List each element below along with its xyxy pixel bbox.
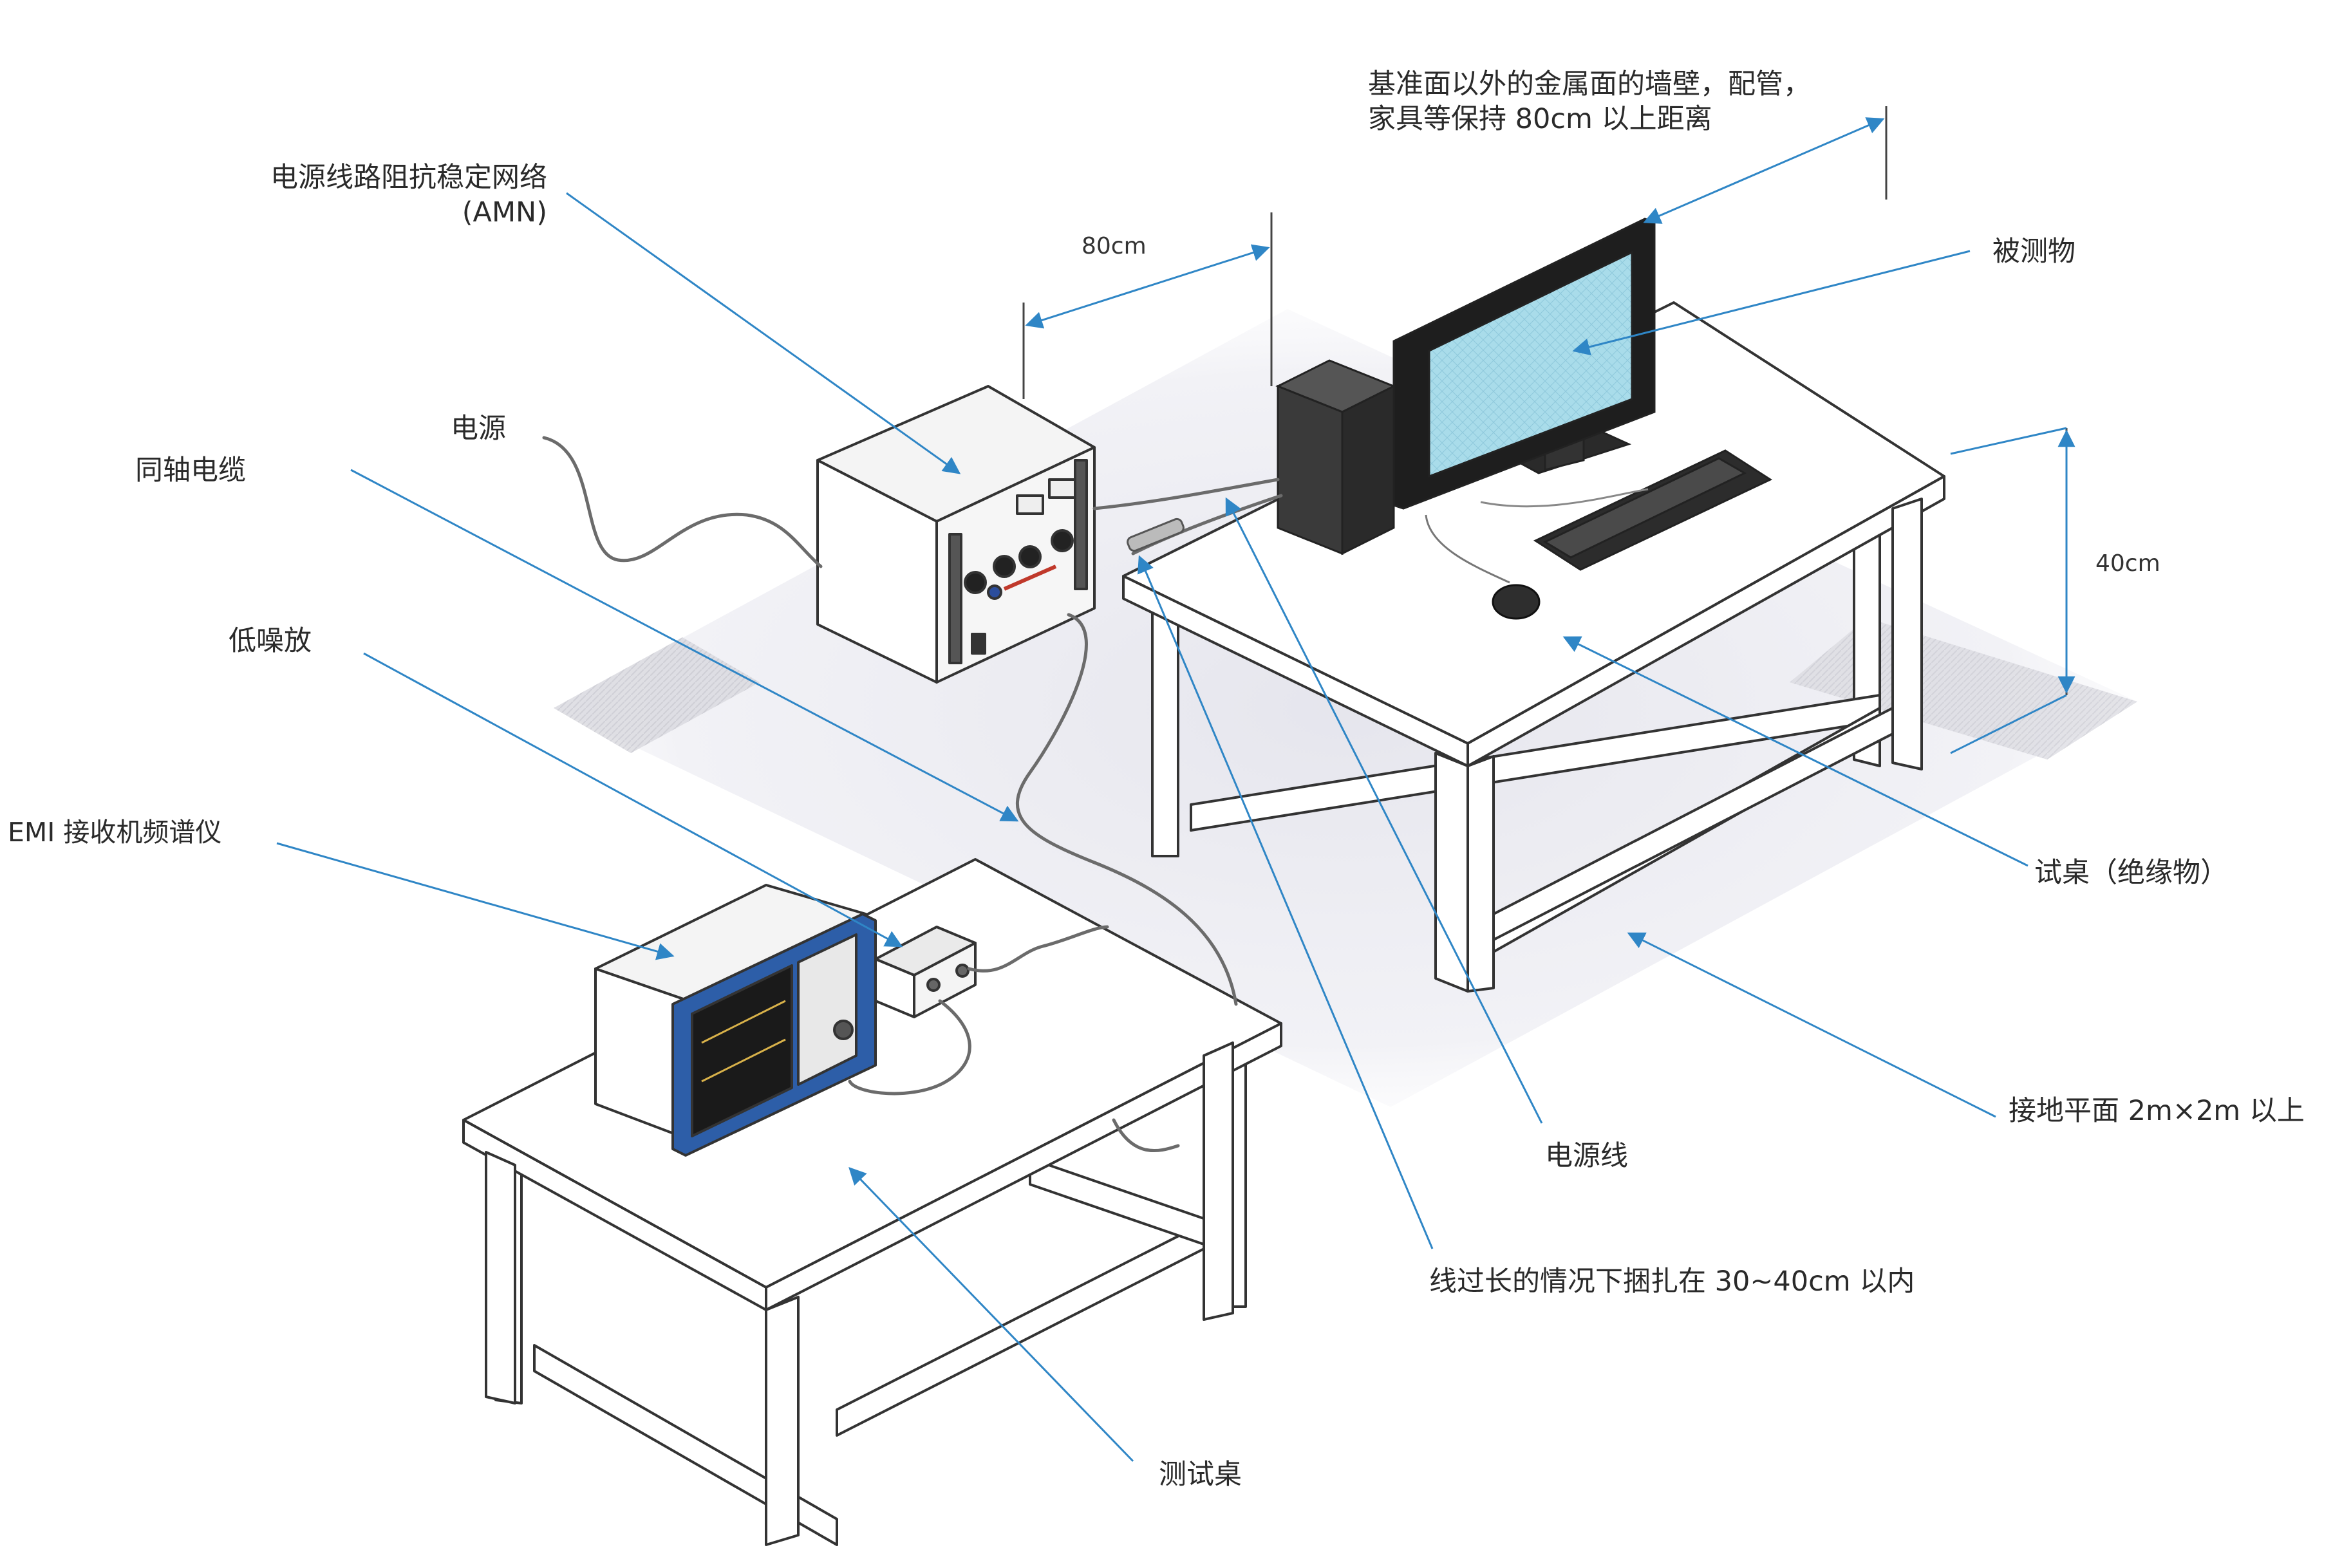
wall-distance-note: 基准面以外的金属面的墙壁，配管， 家具等保持 80cm 以上距离 bbox=[1368, 68, 1811, 137]
amn-label: 电源线路阻抗稳定网络 (AMN) bbox=[167, 161, 547, 230]
pc-tower bbox=[1275, 359, 1396, 555]
emi-receiver-label: EMI 接收机频谱仪 bbox=[8, 817, 222, 848]
keyboard bbox=[1533, 449, 1773, 571]
ground-plane-label: 接地平面 2m×2m 以上 bbox=[2009, 1095, 2305, 1127]
amn-box bbox=[816, 385, 1096, 684]
lna-box bbox=[874, 926, 977, 1018]
test-table-label: 测试桌 bbox=[1159, 1459, 1242, 1491]
insulated-table bbox=[1122, 301, 1945, 993]
insulated-table-label: 试桌（绝缘物） bbox=[2034, 857, 2228, 889]
eut-label: 被测物 bbox=[1992, 236, 2075, 268]
amn-label-line2: (AMN) bbox=[462, 196, 547, 229]
height-40cm-label: 40cm bbox=[2095, 550, 2160, 577]
mouse bbox=[1425, 514, 1541, 620]
low-noise-amp-label: 低噪放 bbox=[229, 625, 312, 657]
coax-cable-label: 同轴电缆 bbox=[135, 454, 246, 487]
wall-note-line2: 家具等保持 80cm 以上距离 bbox=[1368, 102, 1712, 135]
cable-bundle bbox=[1127, 518, 1185, 552]
emi-receiver bbox=[594, 884, 877, 1157]
distance-80cm-label: 80cm bbox=[1082, 233, 1147, 259]
wall-note-line1: 基准面以外的金属面的墙壁，配管， bbox=[1368, 68, 1811, 100]
amn-label-line1: 电源线路阻抗稳定网络 bbox=[270, 162, 547, 194]
power-line-label: 电源线 bbox=[1545, 1140, 1628, 1172]
power-source-label: 电源 bbox=[451, 413, 506, 445]
eut-monitor bbox=[1392, 218, 1656, 510]
bundle-note-label: 线过长的情况下捆扎在 30~40cm 以内 bbox=[1429, 1265, 1915, 1298]
dimension-arrows bbox=[1025, 117, 2075, 754]
test-table bbox=[462, 858, 1282, 1546]
leader-lines bbox=[276, 192, 2028, 1462]
